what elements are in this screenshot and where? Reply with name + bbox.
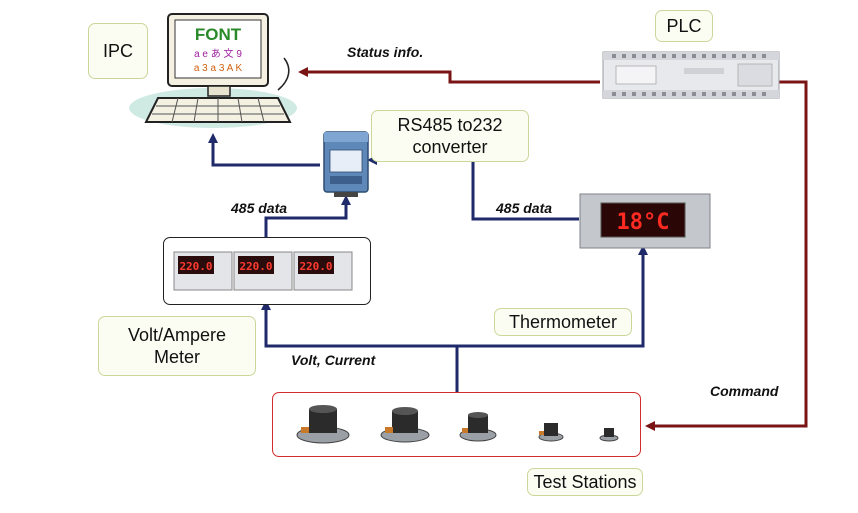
motor-4	[538, 423, 564, 442]
plc-device-illustration	[602, 51, 780, 99]
ipc-label-text: IPC	[102, 41, 133, 61]
converter-label-line1: RS485 to232	[397, 115, 503, 135]
test-stations-label-text: Test Stations	[533, 472, 637, 492]
meter-group-box: 220.0 220.0 220.0	[163, 237, 371, 305]
meter-reading-2: 220.0	[239, 260, 272, 273]
meter-to-converter-line	[264, 195, 351, 237]
test-stations-label: Test Stations	[527, 468, 643, 496]
thermometer-label: Thermometer	[494, 308, 632, 336]
plc-label: PLC	[655, 10, 713, 42]
meter-reading-1: 220.0	[179, 260, 212, 273]
thermo-data-label: 485 data	[496, 200, 553, 216]
screen-chars-row2: a 3 a 3 A K	[194, 63, 243, 74]
meter-label-line1: Volt/Ampere	[127, 325, 227, 345]
test-motors-illustration	[296, 405, 619, 444]
stations-to-thermo-line	[457, 245, 648, 348]
meter-label: Volt/Ampere Meter	[98, 316, 256, 376]
converter-to-ipc-line	[208, 133, 320, 167]
screen-chars-row1: a e あ 文 9	[194, 47, 242, 60]
test-stations-box	[272, 392, 641, 457]
converter-label-line2: converter	[412, 137, 488, 157]
thermometer-device-illustration: 18°C	[579, 193, 711, 249]
plc-label-text: PLC	[666, 16, 702, 36]
motor-1	[296, 405, 350, 444]
command-line	[645, 80, 808, 431]
motor-2	[380, 407, 430, 443]
meter-data-label: 485 data	[231, 200, 288, 216]
meter-label-line2: Meter	[153, 347, 200, 367]
volt-current-label: Volt, Current	[291, 352, 376, 368]
motor-5	[599, 428, 619, 442]
motor-3	[459, 412, 497, 442]
thermometer-label-text: Thermometer	[508, 312, 618, 332]
command-label: Command	[710, 383, 779, 399]
converter-label: RS485 to232 converter	[371, 110, 529, 162]
meter-devices-illustration: 220.0 220.0 220.0	[173, 251, 353, 291]
ipc-computer-illustration: FONT a e あ 文 9 a 3 a 3 A K	[129, 13, 297, 128]
meter-reading-3: 220.0	[299, 260, 332, 273]
converter-device-illustration	[323, 131, 369, 197]
ipc-label: IPC	[88, 23, 148, 79]
stations-to-meter-line	[261, 300, 459, 392]
status-info-label: Status info.	[347, 44, 424, 60]
thermometer-reading: 18°C	[617, 210, 670, 235]
screen-logo: FONT	[195, 25, 242, 44]
status-line	[298, 67, 600, 84]
